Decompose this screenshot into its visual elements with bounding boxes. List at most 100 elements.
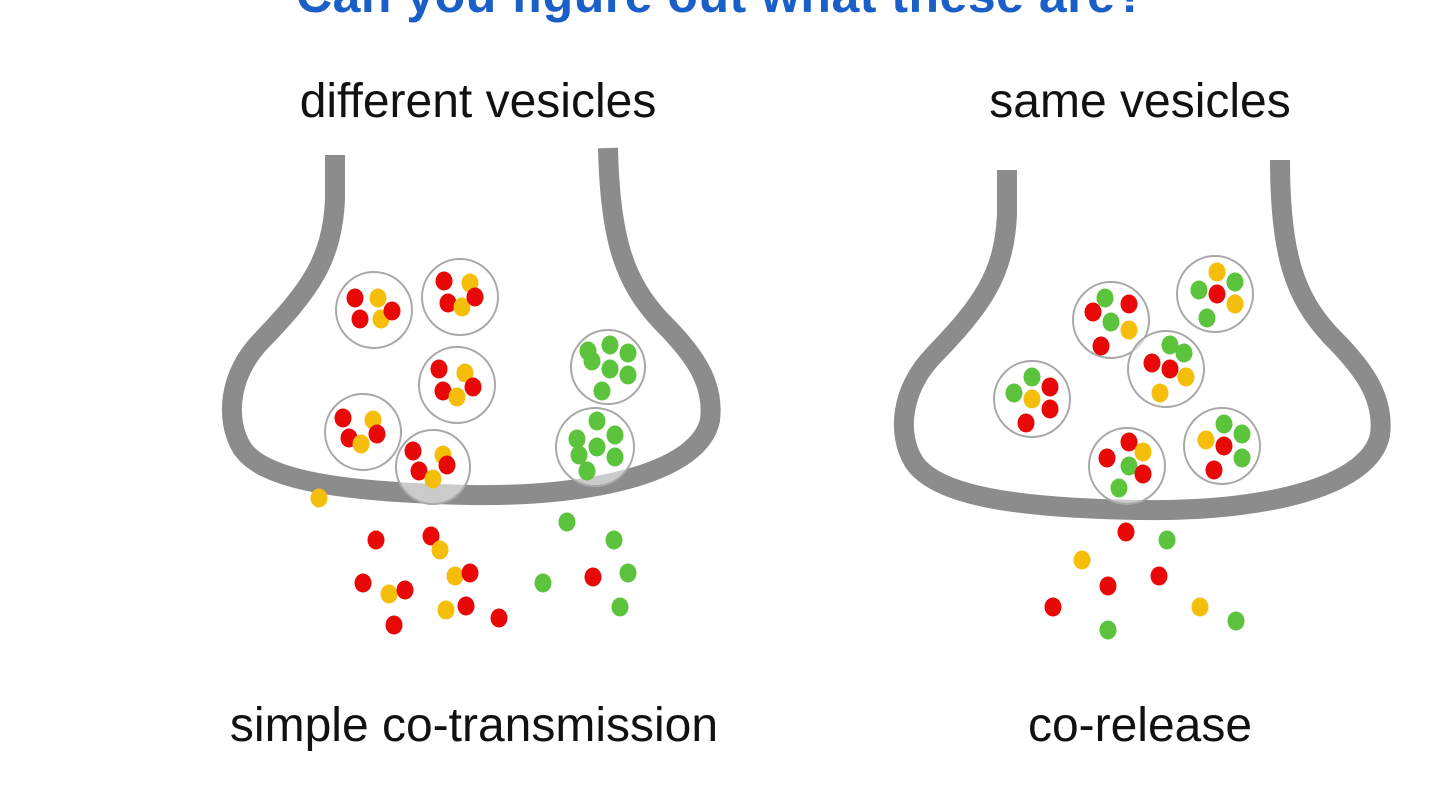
- vesicle: [555, 407, 635, 487]
- vesicle-transmitter-dot: [1017, 413, 1035, 433]
- same-vesicles-heading: same vesicles: [989, 75, 1291, 128]
- vesicle-transmitter-dot: [383, 301, 401, 321]
- vesicle-transmitter-dot: [588, 411, 606, 431]
- released-transmitter-dot: [457, 596, 475, 616]
- vesicle-transmitter-dot: [1233, 448, 1251, 468]
- vesicle: [1176, 255, 1254, 333]
- vesicle-transmitter-dot: [1161, 359, 1179, 379]
- vesicle-transmitter-dot: [1120, 294, 1138, 314]
- vesicle-transmitter-dot: [588, 437, 606, 457]
- vesicle-transmitter-dot: [1143, 353, 1161, 373]
- vesicle-transmitter-dot: [438, 455, 456, 475]
- vesicle: [570, 329, 646, 405]
- vesicle-transmitter-dot: [579, 341, 597, 361]
- released-transmitter-dot: [1227, 611, 1245, 631]
- vesicle: [1183, 407, 1261, 485]
- vesicle: [1127, 330, 1205, 408]
- vesicle-transmitter-dot: [593, 381, 611, 401]
- vesicle-transmitter-dot: [1005, 383, 1023, 403]
- vesicle-transmitter-dot: [448, 387, 466, 407]
- released-transmitter-dot: [446, 566, 464, 586]
- simple-co-transmission-caption: simple co-transmission: [229, 699, 719, 752]
- released-transmitter-dot: [367, 530, 385, 550]
- vesicle: [335, 271, 413, 349]
- left-released-molecules: [310, 488, 637, 635]
- released-transmitter-dot: [437, 600, 455, 620]
- vesicle-transmitter-dot: [1226, 272, 1244, 292]
- vesicle-transmitter-dot: [410, 461, 428, 481]
- vesicle: [418, 346, 496, 424]
- released-transmitter-dot: [1099, 620, 1117, 640]
- vesicle-membrane: [395, 429, 471, 505]
- vesicle-transmitter-dot: [1041, 377, 1059, 397]
- vesicle-transmitter-dot: [1041, 399, 1059, 419]
- vesicle-transmitter-dot: [464, 377, 482, 397]
- vesicle-transmitter-dot: [601, 335, 619, 355]
- vesicle-transmitter-dot: [619, 343, 637, 363]
- released-transmitter-dot: [1044, 597, 1062, 617]
- page-title: Can you figure out what these are?: [296, 0, 1146, 24]
- released-transmitter-dot: [1158, 530, 1176, 550]
- right-vesicle-group: [993, 255, 1261, 505]
- released-transmitter-dot: [310, 488, 328, 508]
- released-transmitter-dot: [1150, 566, 1168, 586]
- released-transmitter-dot: [1099, 576, 1117, 596]
- released-transmitter-dot: [461, 563, 479, 583]
- vesicle-transmitter-dot: [1023, 389, 1041, 409]
- vesicle: [395, 429, 471, 505]
- vesicle-transmitter-dot: [368, 424, 386, 444]
- right-released-molecules: [1044, 522, 1245, 640]
- vesicle-transmitter-dot: [456, 363, 474, 383]
- released-transmitter-dot: [611, 597, 629, 617]
- released-transmitter-dot: [584, 567, 602, 587]
- vesicle-membrane: [335, 271, 413, 349]
- released-transmitter-dot: [558, 512, 576, 532]
- vesicle-transmitter-dot: [601, 359, 619, 379]
- vesicle-transmitter-dot: [1120, 432, 1138, 452]
- vesicle-transmitter-dot: [1215, 436, 1233, 456]
- vesicle-transmitter-dot: [1175, 343, 1193, 363]
- vesicle-transmitter-dot: [1102, 312, 1120, 332]
- vesicle-membrane: [418, 346, 496, 424]
- vesicle-transmitter-dot: [1233, 424, 1251, 444]
- vesicle-transmitter-dot: [466, 287, 484, 307]
- vesicle-transmitter-dot: [578, 461, 596, 481]
- vesicle-transmitter-dot: [568, 429, 586, 449]
- released-transmitter-dot: [619, 563, 637, 583]
- vesicle-transmitter-dot: [606, 447, 624, 467]
- released-transmitter-dot: [385, 615, 403, 635]
- vesicle-transmitter-dot: [1197, 430, 1215, 450]
- vesicle-transmitter-dot: [1151, 383, 1169, 403]
- vesicle-transmitter-dot: [439, 293, 457, 313]
- vesicle-membrane: [421, 258, 499, 336]
- different-vesicles-heading: different vesicles: [299, 75, 657, 128]
- vesicle-transmitter-dot: [1110, 478, 1128, 498]
- vesicle-transmitter-dot: [1023, 367, 1041, 387]
- vesicle-transmitter-dot: [334, 408, 352, 428]
- vesicle-membrane: [324, 393, 402, 471]
- released-transmitter-dot: [1117, 522, 1135, 542]
- left-terminal-outline: [221, 147, 721, 506]
- right-terminal-outline: [893, 159, 1391, 521]
- vesicle-transmitter-dot: [1161, 335, 1179, 355]
- released-transmitter-dot: [605, 530, 623, 550]
- vesicle-transmitter-dot: [1215, 414, 1233, 434]
- vesicle-transmitter-dot: [453, 297, 471, 317]
- vesicle-transmitter-dot: [1098, 448, 1116, 468]
- vesicle-transmitter-dot: [1084, 302, 1102, 322]
- vesicle-transmitter-dot: [1096, 288, 1114, 308]
- vesicle-transmitter-dot: [352, 434, 370, 454]
- vesicle-transmitter-dot: [435, 271, 453, 291]
- vesicle-transmitter-dot: [351, 309, 369, 329]
- vesicle-transmitter-dot: [1205, 460, 1223, 480]
- vesicle-transmitter-dot: [606, 425, 624, 445]
- vesicle-transmitter-dot: [369, 288, 387, 308]
- released-transmitter-dot: [1191, 597, 1209, 617]
- vesicle-transmitter-dot: [570, 445, 588, 465]
- vesicle-transmitter-dot: [1190, 280, 1208, 300]
- vesicle: [993, 360, 1071, 438]
- vesicle-transmitter-dot: [1226, 294, 1244, 314]
- vesicle: [324, 393, 402, 471]
